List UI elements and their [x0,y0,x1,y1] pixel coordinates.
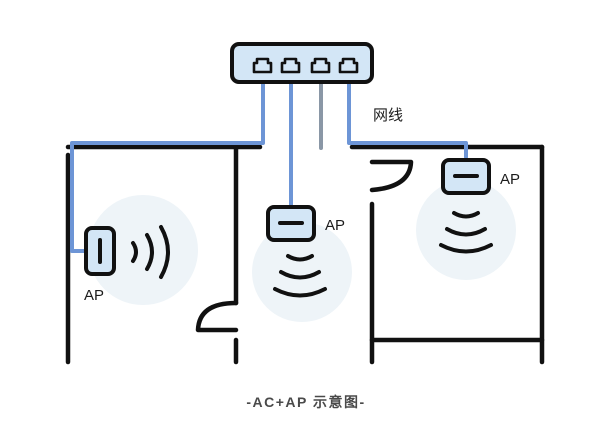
ap-icon-center [266,205,316,242]
wifi-signal-icon-left [131,225,170,279]
switch-port-1 [252,57,273,74]
switch-port-2 [280,57,301,74]
diagram-caption: -AC+AP 示意图- [246,394,365,410]
cable-label: 网线 [373,107,403,124]
coverage-left [88,195,198,305]
network-cables [70,80,468,253]
ap-icon-right [441,158,491,195]
ap-label-left: AP [84,287,104,304]
room-walls [65,144,545,365]
cable-to-right-ap [347,80,468,159]
wifi-signal-icon-center [273,254,327,298]
switch-port-4 [338,57,359,74]
switch-port-3 [310,57,331,74]
cable-to-left-ap [70,80,265,253]
ap-label-center: AP [325,217,345,234]
wifi-signal-icon-right [439,211,493,254]
ap-label-right: AP [500,171,520,188]
switch-icon [230,42,374,84]
coverage-center [252,222,352,322]
door-right [369,159,414,193]
ap-icon-left [84,226,116,276]
coverage-right [416,180,516,280]
door-left [195,300,239,333]
